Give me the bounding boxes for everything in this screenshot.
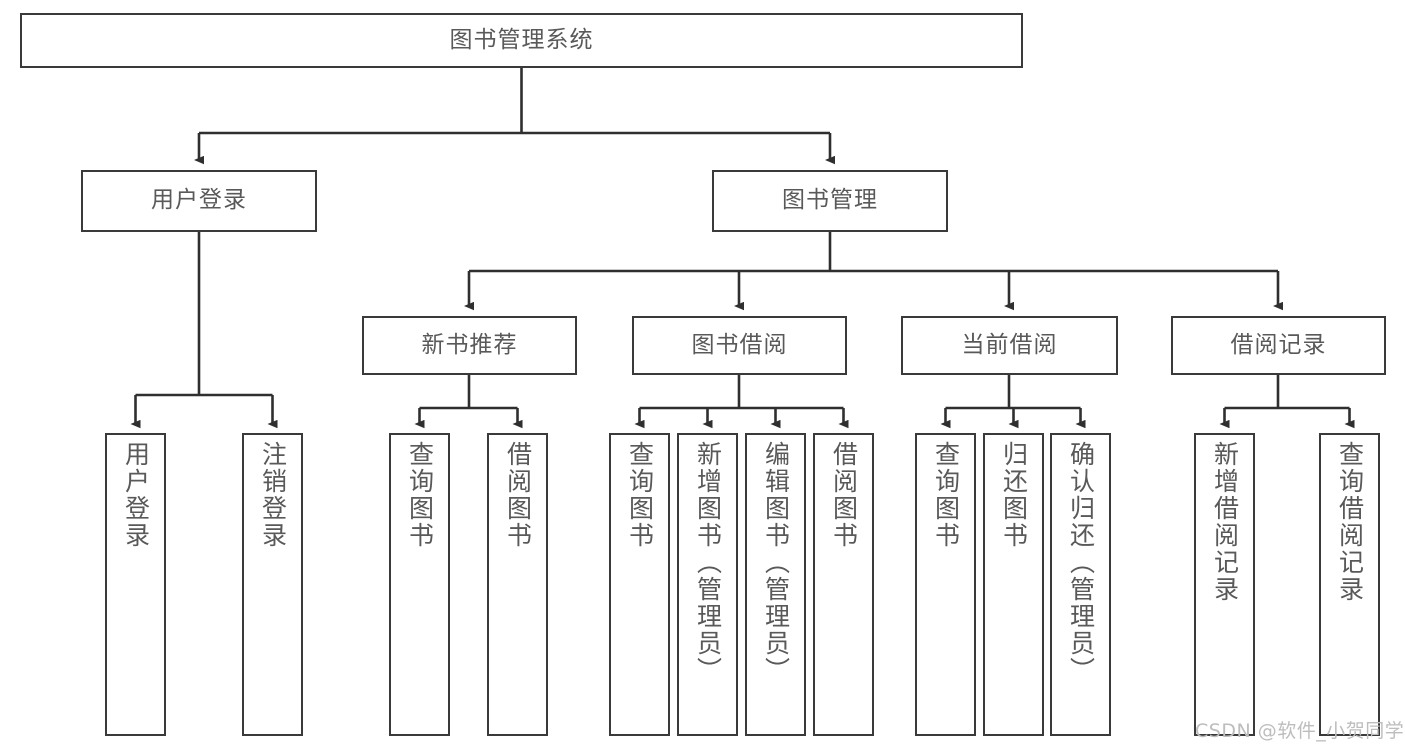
node-label: 编辑图书（管理员）: [761, 441, 791, 684]
node-label: 查询借阅记录: [1335, 441, 1365, 603]
node-label: 查询图书: [625, 441, 655, 549]
node-label: 借阅图书: [829, 441, 859, 549]
node-label: 图书借阅: [691, 331, 788, 358]
node-label: 查询图书: [931, 441, 961, 549]
node-label: 图书管理: [782, 187, 878, 214]
node-label: 当前借阅: [961, 331, 1058, 358]
node-label: 确认归还（管理员）: [1066, 441, 1096, 684]
node-label: 借阅记录: [1230, 331, 1327, 358]
node-label: 用户登录: [151, 187, 247, 214]
node-label: 新增借阅记录: [1210, 441, 1240, 603]
leaf-query-book-borrow[interactable]: 查询图书: [609, 433, 670, 736]
leaf-return-book[interactable]: 归还图书: [983, 433, 1044, 736]
leaf-borrow-book-recommend[interactable]: 借阅图书: [487, 433, 548, 736]
leaf-query-borrow-record[interactable]: 查询借阅记录: [1319, 433, 1380, 736]
leaf-query-book-recommend[interactable]: 查询图书: [389, 433, 450, 736]
leaf-user-login[interactable]: 用户登录: [105, 433, 166, 736]
csdn-watermark: CSDN @软件_小贺同学: [1195, 720, 1405, 742]
node-label: 新书推荐: [421, 331, 518, 358]
leaf-query-book-current[interactable]: 查询图书: [915, 433, 976, 736]
node-label: 图书管理系统: [449, 26, 594, 53]
node-current-borrow[interactable]: 当前借阅: [901, 316, 1118, 375]
node-label: 用户登录: [121, 441, 151, 549]
leaf-add-book-admin[interactable]: 新增图书（管理员）: [677, 433, 738, 736]
node-label: 归还图书: [999, 441, 1029, 549]
node-book-management[interactable]: 图书管理: [712, 170, 948, 232]
leaf-logout-login[interactable]: 注销登录: [242, 433, 303, 736]
node-borrow-record[interactable]: 借阅记录: [1171, 316, 1386, 375]
node-label: 新增图书（管理员）: [693, 441, 723, 684]
node-book-borrow[interactable]: 图书借阅: [632, 316, 847, 375]
node-label: 借阅图书: [503, 441, 533, 549]
node-label: 查询图书: [405, 441, 435, 549]
node-root[interactable]: 图书管理系统: [20, 13, 1023, 68]
node-new-book-recommend[interactable]: 新书推荐: [362, 316, 577, 375]
leaf-confirm-return-admin[interactable]: 确认归还（管理员）: [1050, 433, 1111, 736]
leaf-add-borrow-record[interactable]: 新增借阅记录: [1194, 433, 1255, 736]
node-label: 注销登录: [258, 441, 288, 549]
node-user-login[interactable]: 用户登录: [81, 170, 317, 232]
leaf-borrow-book[interactable]: 借阅图书: [813, 433, 874, 736]
leaf-edit-book-admin[interactable]: 编辑图书（管理员）: [745, 433, 806, 736]
